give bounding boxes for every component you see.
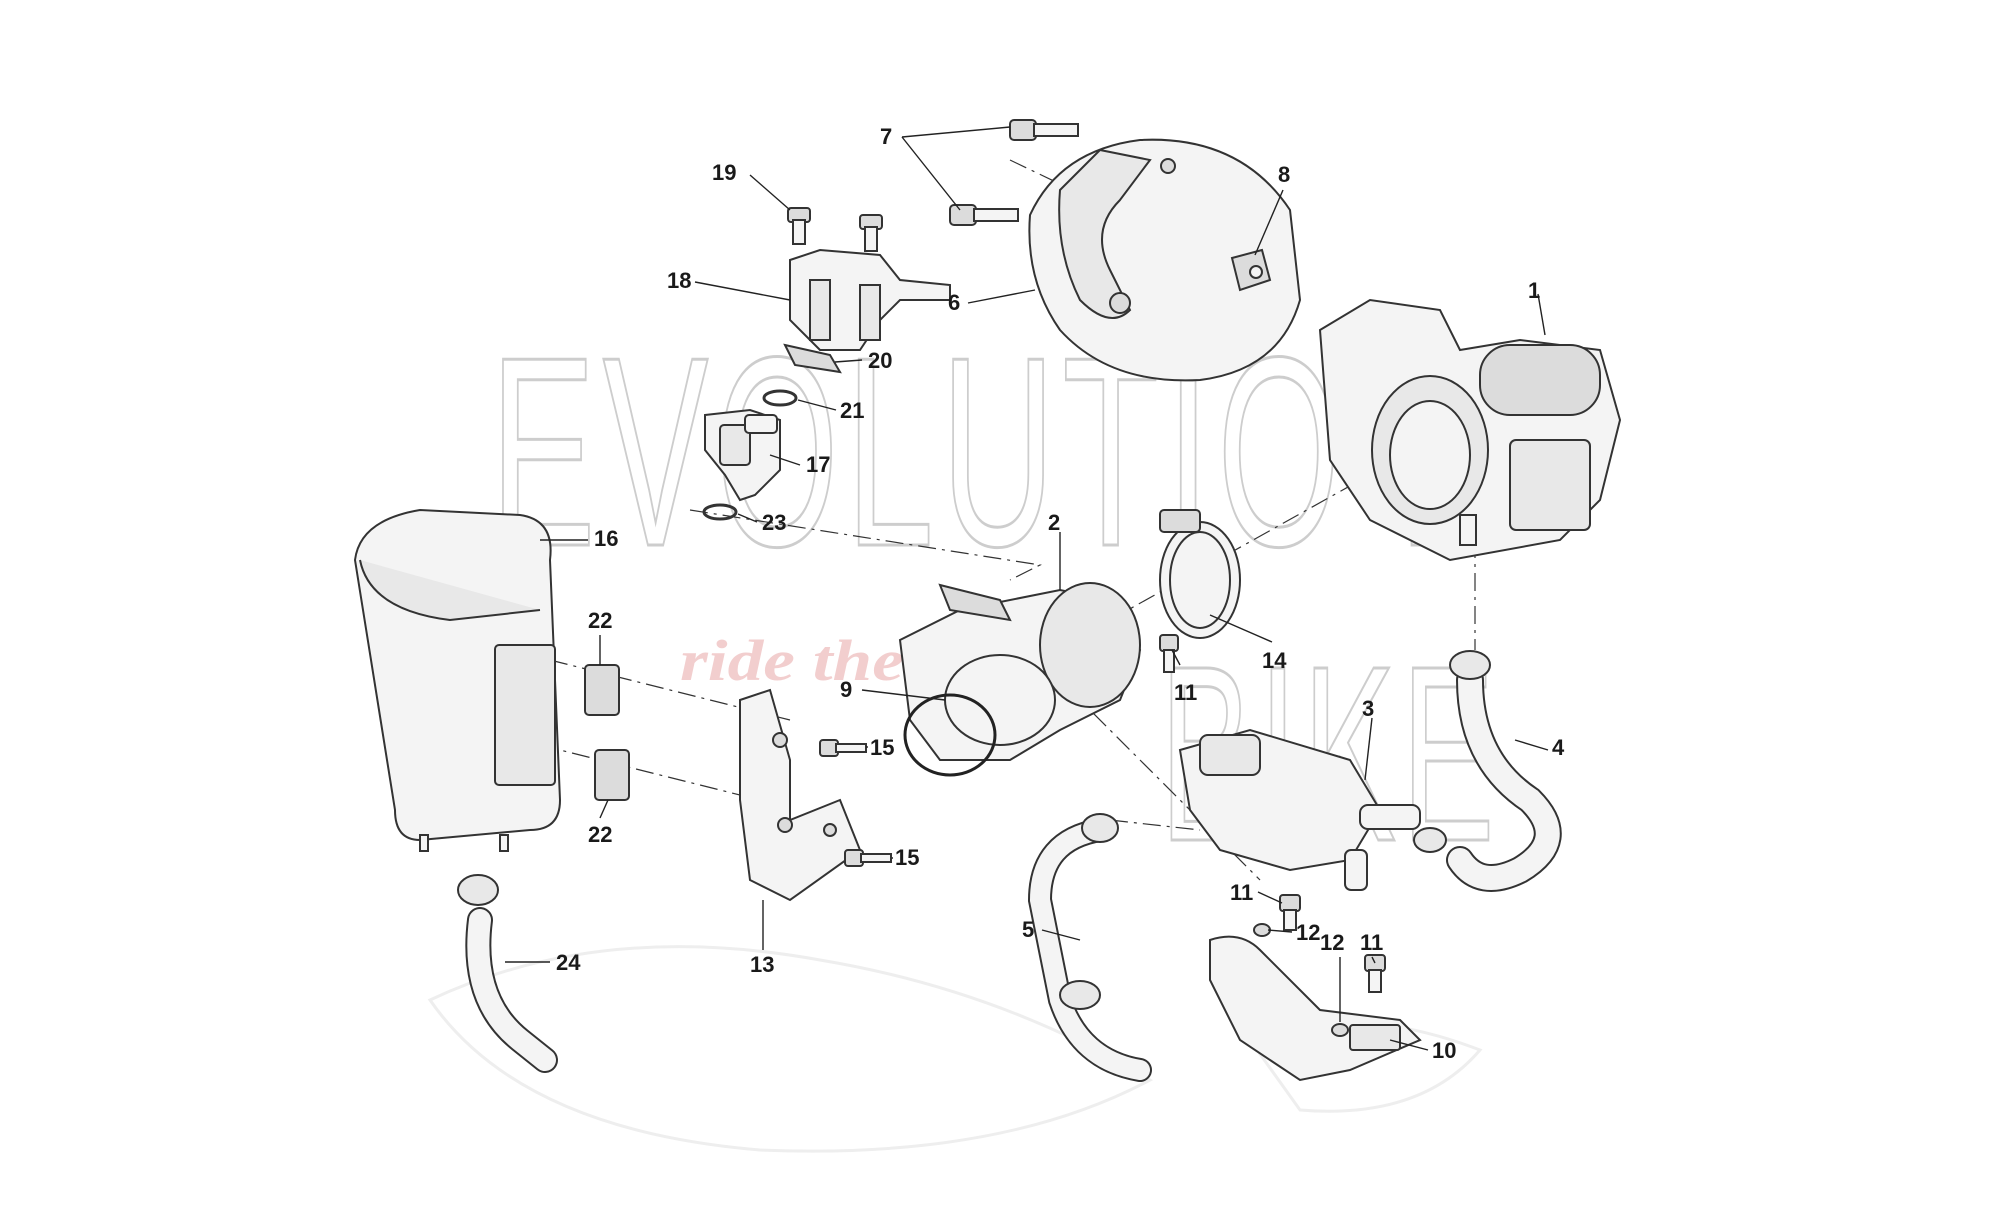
callout-5: 5	[1022, 917, 1034, 942]
callout-12-right: 12	[1320, 930, 1344, 955]
part-clips-22	[584, 664, 630, 801]
part-bracket-10	[1209, 935, 1422, 1082]
callout-22-upper: 22	[588, 608, 612, 633]
part-hose-4	[1413, 650, 1562, 892]
part-purge-valve-3	[1178, 728, 1421, 891]
callout-6: 6	[948, 290, 960, 315]
callout-23: 23	[762, 510, 786, 535]
callout-11-upper: 11	[1174, 680, 1197, 705]
callout-2: 2	[1048, 510, 1060, 535]
part-clip-8	[1230, 248, 1272, 292]
callout-labels: 1 2 3 4 5 6 7 8 9 10 11 11 11 12 12 13 1…	[556, 124, 1565, 1063]
part-oring-21	[762, 389, 798, 407]
callout-7: 7	[880, 124, 892, 149]
callout-18: 18	[667, 268, 691, 293]
callout-12-middle: 12	[1296, 920, 1320, 945]
part-screws-19	[787, 207, 883, 252]
part-injector-17	[704, 408, 781, 502]
callout-14: 14	[1262, 648, 1287, 673]
callout-19: 19	[712, 160, 736, 185]
part-injector-holder-18	[789, 248, 951, 351]
callout-13: 13	[750, 952, 774, 977]
callout-9: 9	[840, 677, 852, 702]
callout-16: 16	[594, 526, 618, 551]
part-bolt-11-upper	[1159, 634, 1179, 673]
part-bracket-13	[739, 688, 862, 902]
part-canister-16	[353, 508, 562, 852]
callout-21: 21	[840, 398, 864, 423]
part-hose-24	[457, 874, 558, 1073]
callout-17: 17	[806, 452, 830, 477]
part-manifold-2	[898, 582, 1142, 761]
callout-8: 8	[1278, 162, 1290, 187]
callout-10: 10	[1432, 1038, 1456, 1063]
part-hose-5	[1027, 813, 1152, 1082]
callout-4: 4	[1552, 735, 1565, 760]
callout-11-right: 11	[1360, 930, 1383, 955]
part-clip-20	[783, 343, 842, 374]
part-bolts-7	[949, 119, 1079, 226]
callout-24: 24	[556, 950, 581, 975]
callout-1: 1	[1528, 278, 1540, 303]
callout-15-lower: 15	[895, 845, 919, 870]
part-oring-23	[702, 503, 738, 521]
callout-15-upper: 15	[870, 735, 894, 760]
part-oring-9	[903, 693, 997, 777]
part-throttle-body	[1318, 298, 1622, 562]
callout-22-lower: 22	[588, 822, 612, 847]
callout-3: 3	[1362, 696, 1374, 721]
leader-lines	[505, 126, 1549, 1051]
part-bolts-15	[819, 739, 892, 867]
callout-20: 20	[868, 348, 892, 373]
callout-11-middle: 11	[1230, 880, 1253, 905]
part-cover	[1028, 138, 1302, 382]
part-clamp-14	[1159, 509, 1241, 639]
